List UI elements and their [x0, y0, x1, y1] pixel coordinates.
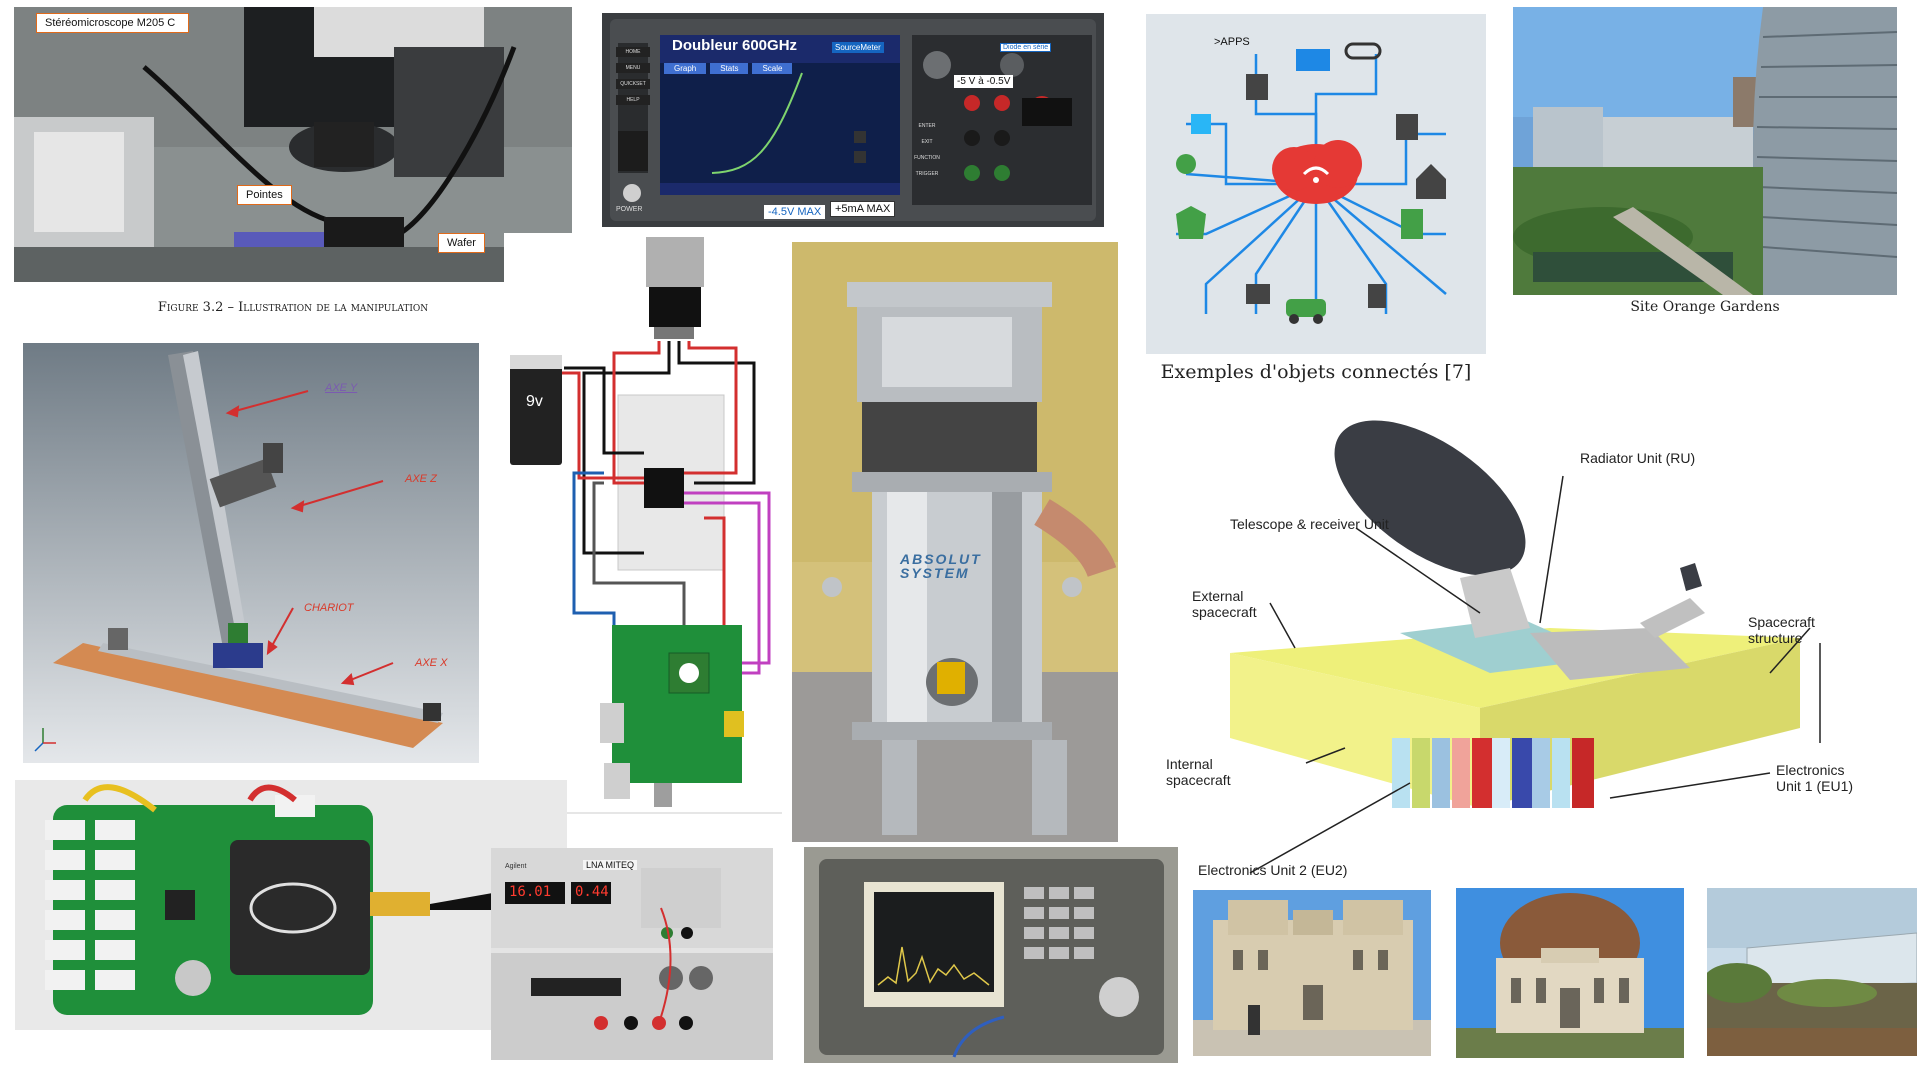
- microscope-photo: Stéréomicroscope M205 C Pointes Wafer: [14, 7, 572, 282]
- label-external-spacecraft: External spacecraft: [1192, 588, 1257, 620]
- sm-range-label: -5 V à -0.5V: [954, 75, 1014, 88]
- sm-tab-graph[interactable]: Graph: [664, 63, 707, 74]
- orange-gardens-art: [1513, 7, 1897, 295]
- sm-btn-exit[interactable]: EXIT: [921, 139, 933, 145]
- observatory-photo: [1456, 888, 1684, 1058]
- label-axe-x: AXE X: [415, 657, 448, 669]
- cad-axes-render: AXE Y AXE Z CHARIOT AXE X: [23, 343, 479, 763]
- cryostat-brand: ABSOLUT SYSTEM: [900, 552, 982, 580]
- greenhouse-photo: [1707, 888, 1917, 1056]
- sm-limit-current: +5mA MAX: [830, 201, 896, 217]
- sm-btn-function[interactable]: FUNCTION: [914, 155, 940, 161]
- cryostat-brand-line1: ABSOLUT: [900, 551, 982, 567]
- label-axe-y: AXE Y: [325, 382, 358, 394]
- label-electronics-unit-1: Electronics Unit 1 (EU1): [1776, 762, 1854, 794]
- sm-side-buttons: HOME MENU QUICKSET HELP: [616, 47, 650, 105]
- lna-display-left: 16.01: [509, 884, 552, 900]
- sm-btn-enter[interactable]: ENTER: [918, 123, 936, 129]
- callout-wafer: Wafer: [438, 233, 485, 253]
- observatory-art: [1456, 888, 1684, 1058]
- lna-brand: Agilent: [505, 863, 527, 870]
- sm-limit-voltage: -4.5V MAX: [764, 205, 826, 219]
- sm-tabs: Graph Stats Scale: [664, 63, 793, 74]
- cryostat-brand-line2: SYSTEM: [900, 565, 970, 581]
- label-telescope-unit: Telescope & receiver Unit: [1230, 516, 1389, 532]
- microscope-photo-art: [14, 7, 572, 282]
- lna-power-supply-photo: 16.01 0.44 LNA MITEQ Agilent: [491, 848, 773, 1060]
- orange-gardens-photo: [1513, 7, 1897, 295]
- label-electronics-unit-2: Electronics Unit 2 (EU2): [1198, 862, 1348, 878]
- label-spacecraft-structure: Spacecraft structure: [1748, 614, 1815, 646]
- sm-btn-quickset[interactable]: QUICKSET: [616, 79, 650, 89]
- sm-brand: SourceMeter: [832, 42, 884, 53]
- iot-diagram: >APPS: [1146, 14, 1486, 354]
- building-photo-1: [1193, 890, 1431, 1056]
- sm-tab-stats[interactable]: Stats: [710, 63, 749, 74]
- label-axe-z: AXE Z: [405, 473, 437, 485]
- sm-btn-home[interactable]: HOME: [616, 47, 650, 57]
- label-chariot: CHARIOT: [304, 602, 354, 614]
- cad-axes-art: [23, 343, 479, 763]
- sm-btn-trigger[interactable]: TRIGGER: [915, 171, 939, 177]
- source-meter-art: [602, 13, 1104, 227]
- sm-right-buttons: ENTER EXIT FUNCTION TRIGGER: [907, 123, 947, 177]
- spacecraft-diagram: Radiator Unit (RU) Telescope & receiver …: [1130, 398, 1906, 878]
- battery-label: 9v: [526, 393, 543, 410]
- cryostat-photo: ABSOLUT SYSTEM: [792, 242, 1118, 842]
- sm-diode-label: Diode en série: [1000, 43, 1052, 52]
- atim-board-art: [15, 780, 567, 1030]
- iot-apps-label: >APPS: [1214, 36, 1250, 48]
- callout-microscope: Stéréomicroscope M205 C: [36, 13, 189, 33]
- cryostat-art: [792, 242, 1118, 842]
- callout-tips: Pointes: [237, 185, 292, 205]
- spacecraft-diagram-art: [1230, 420, 1821, 874]
- label-radiator-unit: Radiator Unit (RU): [1580, 450, 1696, 466]
- iot-diagram-art: [1146, 14, 1486, 354]
- building-photo-1-art: [1193, 890, 1431, 1056]
- wiring-diagram: 9v: [504, 233, 782, 815]
- lna-display-right: 0.44: [575, 884, 609, 900]
- lna-panel-label: LNA MITEQ: [583, 860, 638, 870]
- iot-caption: Exemples d'objets connectés [7]: [1160, 361, 1472, 383]
- sm-tab-scale[interactable]: Scale: [752, 63, 793, 74]
- orange-gardens-caption: Site Orange Gardens: [1630, 299, 1780, 315]
- greenhouse-art: [1707, 888, 1917, 1056]
- sm-btn-menu[interactable]: MENU: [616, 63, 650, 73]
- label-internal-spacecraft: Internal spacecraft: [1166, 756, 1231, 788]
- wiring-diagram-art: [504, 237, 782, 814]
- spectrum-analyzer-art: [804, 847, 1178, 1063]
- source-meter-photo: Doubleur 600GHz SourceMeter Graph Stats …: [602, 13, 1104, 227]
- figure-caption-manipulation: Figure 3.2 – Illustration de la manipula…: [157, 300, 429, 315]
- spectrum-analyzer-photo: [804, 847, 1178, 1063]
- sm-power-label: POWER: [616, 206, 643, 213]
- sm-btn-help[interactable]: HELP: [616, 95, 650, 105]
- atim-board-photo: [15, 780, 567, 1030]
- lna-power-supply-art: [491, 848, 773, 1060]
- sm-title: Doubleur 600GHz: [672, 37, 798, 54]
